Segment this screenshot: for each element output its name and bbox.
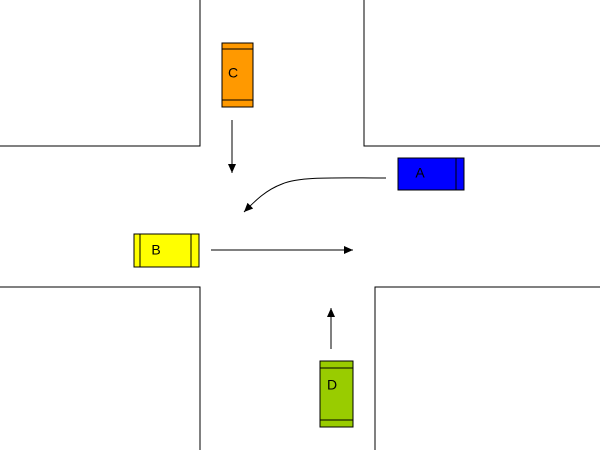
curb-bottom-left [0,286,201,450]
car-d-label: D [327,377,337,393]
car-b: B [133,233,200,268]
car-c-body [221,42,254,108]
car-b-body [133,233,200,268]
curb-top-right [363,0,600,147]
curb-bottom-right [374,286,600,450]
car-d: D [319,360,354,428]
car-a-body [397,157,465,191]
car-a-label: A [415,165,425,181]
car-d-body [319,360,354,428]
arrow-car-a-left-turn [243,177,387,213]
car-b-label: B [151,242,160,258]
car-a: A [397,157,465,191]
car-c-label: C [228,65,238,81]
car-c: C [221,42,254,108]
curb-top-left [0,0,201,147]
